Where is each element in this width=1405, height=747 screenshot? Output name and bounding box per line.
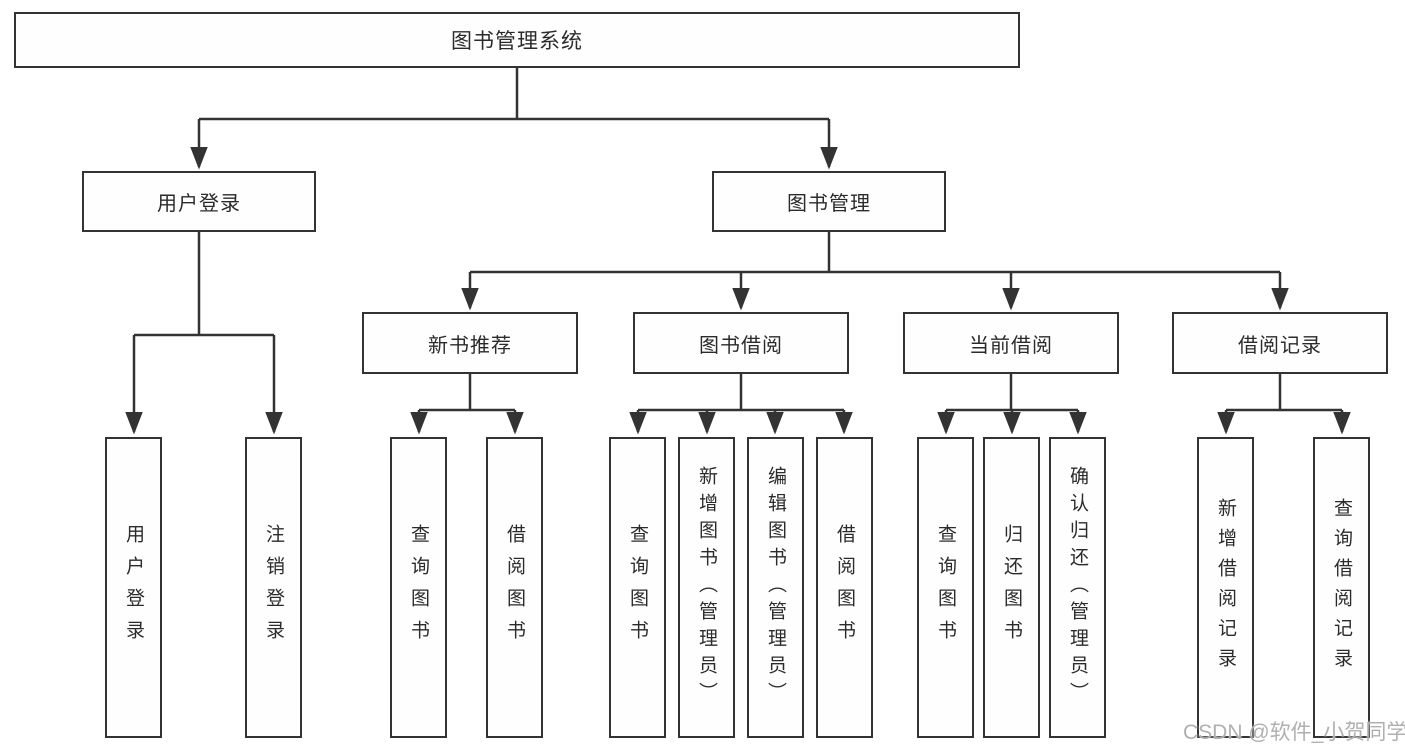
leaf-borrow-query-books: 查询图书 — [609, 437, 666, 738]
leaf-borrow-books: 借阅图书 — [816, 437, 873, 738]
leaf-logout: 注销登录 — [245, 437, 302, 738]
leaf-borrow-query-books-label: 查询图书 — [627, 523, 648, 652]
node-book-borrow-label: 图书借阅 — [699, 334, 783, 357]
leaf-edit-books-admin: 编辑图书（管理员） — [747, 437, 804, 738]
node-user-login-label: 用户登录 — [157, 193, 241, 215]
leaf-add-borrow-record-label: 新增借阅记录 — [1215, 497, 1236, 678]
leaf-recommend-query-books: 查询图书 — [390, 437, 447, 738]
leaf-edit-books-admin-label: 编辑图书（管理员） — [765, 466, 786, 709]
node-book-management-label: 图书管理 — [787, 193, 871, 215]
leaf-user-login: 用户登录 — [105, 437, 162, 738]
leaf-recommend-query-books-label: 查询图书 — [408, 523, 429, 652]
leaf-user-login-label: 用户登录 — [123, 523, 144, 652]
node-new-book-recommend: 新书推荐 — [362, 312, 578, 374]
node-book-management: 图书管理 — [712, 171, 946, 232]
node-borrow-records: 借阅记录 — [1172, 312, 1388, 374]
leaf-recommend-borrow-books: 借阅图书 — [486, 437, 543, 738]
node-user-login: 用户登录 — [82, 171, 316, 232]
node-current-borrow-label: 当前借阅 — [969, 334, 1053, 357]
leaf-add-books-admin: 新增图书（管理员） — [678, 437, 735, 738]
leaf-return-books: 归还图书 — [983, 437, 1040, 738]
leaf-confirm-return-admin-label: 确认归还（管理员） — [1067, 466, 1088, 709]
leaf-return-books-label: 归还图书 — [1001, 523, 1022, 652]
leaf-borrow-books-label: 借阅图书 — [834, 523, 855, 652]
node-current-borrow: 当前借阅 — [903, 312, 1119, 374]
node-book-borrow: 图书借阅 — [633, 312, 849, 374]
leaf-current-query-books: 查询图书 — [917, 437, 974, 738]
node-new-book-recommend-label: 新书推荐 — [428, 334, 512, 357]
leaf-confirm-return-admin: 确认归还（管理员） — [1049, 437, 1106, 738]
leaf-current-query-books-label: 查询图书 — [935, 523, 956, 652]
leaf-logout-label: 注销登录 — [263, 523, 284, 652]
leaf-add-borrow-record: 新增借阅记录 — [1197, 437, 1254, 738]
leaf-query-borrow-record-label: 查询借阅记录 — [1331, 497, 1352, 678]
node-root-system: 图书管理系统 — [14, 12, 1020, 68]
node-borrow-records-label: 借阅记录 — [1238, 334, 1322, 357]
leaf-query-borrow-record: 查询借阅记录 — [1313, 437, 1370, 738]
leaf-add-books-admin-label: 新增图书（管理员） — [696, 466, 717, 709]
node-root-label: 图书管理系统 — [451, 30, 583, 53]
leaf-recommend-borrow-books-label: 借阅图书 — [504, 523, 525, 652]
csdn-watermark: CSDN @软件_小贺同学 — [1183, 721, 1405, 744]
